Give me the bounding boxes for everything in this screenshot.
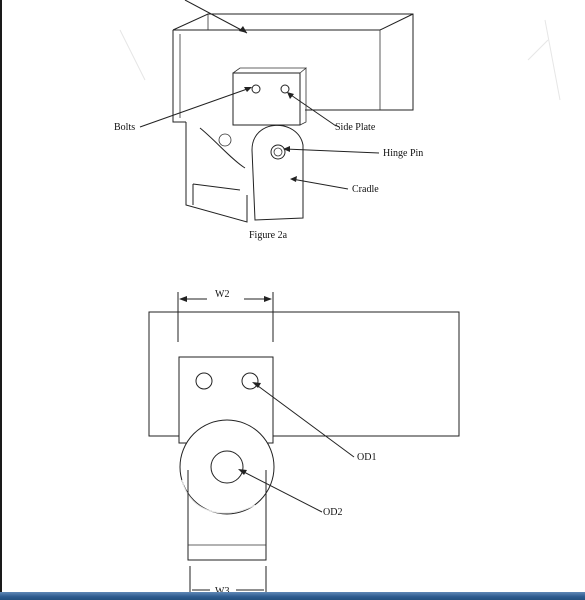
leader-side-plate — [287, 92, 337, 127]
beam-left-edge — [172, 30, 186, 123]
faint-background-marks — [119, 19, 561, 101]
arrowhead-od2 — [238, 469, 247, 475]
cradle-inner-box — [192, 183, 241, 205]
cradle-lug-round — [179, 419, 275, 515]
w2-arrow-left — [179, 296, 187, 302]
bolt-hole-2 — [241, 372, 259, 390]
leader-hinge-pin — [284, 148, 380, 154]
leader-cradle — [291, 178, 349, 190]
arrowhead-od1 — [252, 382, 261, 388]
beam-outline — [172, 13, 414, 111]
taskbar-strip — [0, 592, 585, 600]
beam-front-view — [148, 311, 460, 437]
hinge-pin-hole-outer — [270, 144, 286, 160]
beam-top-front-edge — [173, 13, 414, 31]
label-w2: W2 — [215, 289, 229, 300]
arrowhead-cradle — [290, 176, 297, 182]
label-bolts: Bolts — [114, 122, 135, 133]
label-od1: OD1 — [357, 452, 376, 463]
left-border-rule — [0, 0, 2, 592]
hinge-pin-hole-inner — [273, 147, 283, 157]
bolt-hole-1 — [195, 372, 213, 390]
leader-od1 — [253, 382, 355, 458]
cradle-back-hole — [218, 133, 232, 147]
figure-2a-isometric: Bolts Side Plate Hinge Pin Cradle Figure… — [114, 0, 561, 241]
beam-inner-edges — [179, 14, 381, 118]
leader-bolts — [139, 87, 251, 128]
cradle-lug-shadow — [181, 479, 256, 514]
leader-od2 — [239, 469, 323, 513]
arrowhead-hinge-pin — [283, 146, 290, 152]
w2-arrow-right — [264, 296, 272, 302]
cradle-body-front — [187, 470, 267, 561]
side-plate-thickness — [232, 67, 308, 126]
side-plate — [232, 72, 301, 126]
arrowhead-bolts — [244, 87, 252, 92]
arrowhead-side-plate — [287, 92, 294, 99]
label-side-plate: Side Plate — [335, 122, 376, 133]
cradle-back-side — [185, 122, 248, 223]
label-cradle: Cradle — [352, 184, 379, 195]
hinge-pin-hole — [210, 450, 244, 484]
cradle-back-curve — [199, 127, 246, 169]
bolt-hole-right — [280, 84, 290, 94]
figure-caption: Figure 2a — [249, 230, 288, 241]
label-od2: OD2 — [323, 507, 342, 518]
label-w3: W3 — [215, 586, 229, 597]
cradle-front-lug — [251, 124, 304, 221]
figure-2b-front-view: W2 OD1 OD2 W3 — [148, 289, 460, 600]
leader-line-top — [184, 0, 248, 34]
bolt-hole-left — [251, 84, 261, 94]
label-hinge-pin: Hinge Pin — [383, 148, 423, 159]
